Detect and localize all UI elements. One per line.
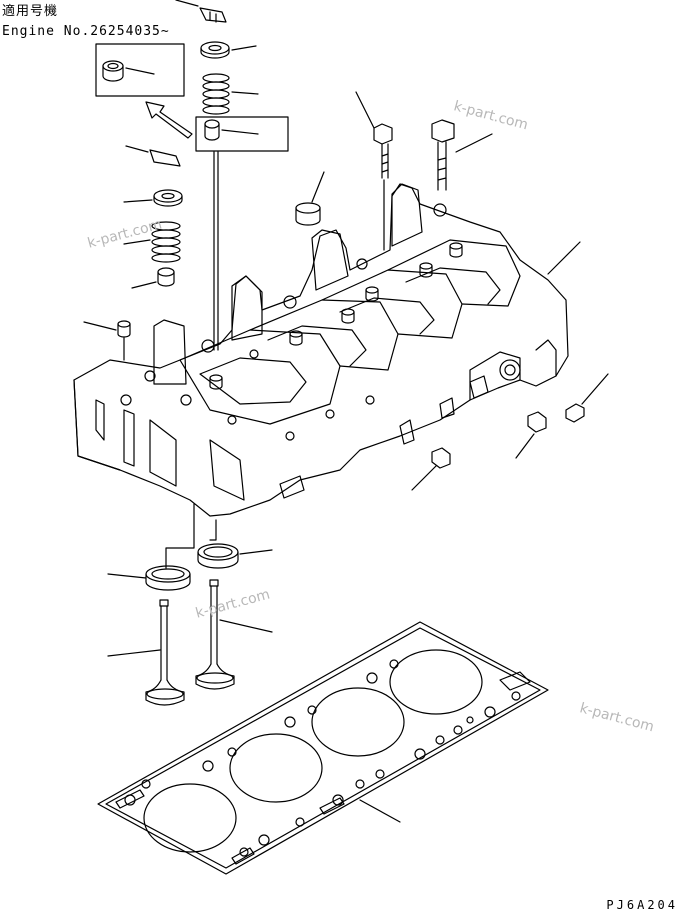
inset-box-upper <box>96 44 184 96</box>
leader-lines-lower <box>166 504 216 568</box>
spring-retainer-upper <box>201 42 256 58</box>
plug-right-lower <box>412 448 450 490</box>
head-bolt-1 <box>356 92 392 250</box>
intake-valve <box>196 580 272 689</box>
valve-spring-lower <box>124 222 180 262</box>
valve-cotter-upper <box>176 0 226 22</box>
head-bolt-2 <box>432 120 492 190</box>
drawing-code: PJ6A204 <box>606 898 678 912</box>
cup-plug-top <box>296 172 324 225</box>
engine-serial-label: Engine No.26254035~ <box>2 24 170 39</box>
valve-cotter-lower <box>126 146 180 166</box>
inset-box-lower <box>196 117 288 151</box>
plug-right-middle <box>516 412 546 458</box>
plug-right-upper <box>566 374 608 422</box>
exhaust-valve <box>108 600 184 705</box>
head-gasket <box>98 622 548 874</box>
valve-stem-seal-lower <box>132 268 174 288</box>
arrow-indicator <box>146 102 192 138</box>
dowel-pin-left <box>84 321 130 360</box>
valve-stem-seal-upper <box>214 152 218 350</box>
valve-seat-intake <box>198 544 272 568</box>
applicable-machine-label: 適用号機 <box>2 4 59 19</box>
valve-spring-upper <box>203 74 258 114</box>
spring-retainer-lower <box>124 190 182 206</box>
cylinder-head <box>74 184 580 516</box>
valve-seat-exhaust <box>108 566 190 590</box>
